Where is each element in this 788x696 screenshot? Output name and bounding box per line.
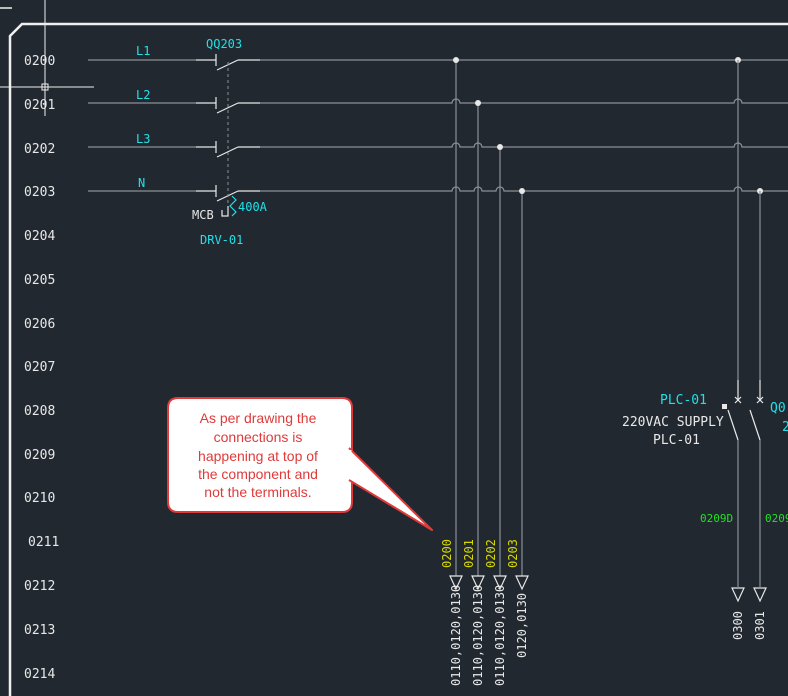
phase-label-l1: L1 — [136, 44, 150, 58]
callout-text: not the terminals. — [204, 484, 311, 500]
plc-side-num: 2 — [782, 420, 788, 435]
callout-text: the component and — [198, 466, 318, 482]
crosshair-cursor — [0, 0, 94, 116]
tap-xref: 0110,0120,0130 — [471, 585, 485, 686]
row-number: 0214 — [24, 667, 55, 682]
bus-n[interactable] — [260, 186, 788, 192]
plc-side-tag: Q0 — [770, 401, 786, 416]
plc-wire-label: 0209 — [765, 512, 788, 525]
row-number: 0206 — [24, 317, 55, 332]
breaker-type: MCB — [192, 208, 214, 222]
phase-label-l2: L2 — [136, 88, 150, 102]
tap-xref: 0120,0130 — [515, 593, 529, 658]
callout-text: happening at top of — [198, 448, 318, 464]
row-number: 0208 — [24, 404, 55, 419]
phase-wires — [88, 59, 788, 192]
phase-label-n: N — [138, 176, 145, 190]
callout-text: As per drawing the — [200, 410, 317, 426]
breaker-rating: 400A — [238, 200, 268, 214]
row-number: 0200 — [24, 54, 55, 69]
plc-sub: PLC-01 — [653, 433, 700, 448]
row-number: 0201 — [24, 98, 55, 113]
tap-xref: 0110,0120,0130 — [449, 585, 463, 686]
row-number: 0203 — [24, 185, 55, 200]
annotation-callout[interactable]: As per drawing the connections is happen… — [167, 397, 433, 531]
row-number: 0202 — [24, 142, 55, 157]
plc-supply[interactable]: PLC-01 220VAC SUPPLY PLC-01 Q0 2 0209D 0… — [622, 60, 788, 640]
row-number: 0210 — [24, 491, 55, 506]
row-number: 0209 — [24, 448, 55, 463]
plc-tag: PLC-01 — [660, 393, 707, 408]
breaker-tag: QQ203 — [206, 37, 242, 51]
row-number: 0205 — [24, 273, 55, 288]
plc-xref: 0300 — [731, 611, 745, 640]
plc-wire-label: 0209D — [700, 512, 733, 525]
phase-label-l3: L3 — [136, 132, 150, 146]
plc-desc: 220VAC SUPPLY — [622, 415, 724, 430]
plc-xref: 0301 — [753, 611, 767, 640]
tap-wire-label: 0202 — [484, 539, 498, 568]
bus-l2[interactable] — [260, 98, 788, 104]
tap-wire-label: 0201 — [462, 539, 476, 568]
tap-wires — [455, 60, 523, 576]
row-number: 0204 — [24, 229, 55, 244]
mcb-breaker[interactable]: QQ203 MCB 400A DRV-01 — [192, 37, 268, 247]
row-number: 0213 — [24, 623, 55, 638]
junction-dots — [453, 57, 763, 194]
row-number: 0212 — [24, 579, 55, 594]
callout-text: connections is — [214, 429, 303, 445]
tap-wire-label: 0203 — [506, 539, 520, 568]
drawing-frame — [8, 22, 788, 696]
tap-xref: 0110,0120,0130 — [493, 585, 507, 686]
row-number: 0207 — [24, 360, 55, 375]
tap-wire-label: 0200 — [440, 539, 454, 568]
row-number-column: 0200 0201 0202 0203 0204 0205 0206 0207 … — [24, 54, 59, 682]
bus-l3[interactable] — [260, 142, 788, 148]
row-number: 0211 — [28, 535, 59, 550]
breaker-device: DRV-01 — [200, 233, 243, 247]
